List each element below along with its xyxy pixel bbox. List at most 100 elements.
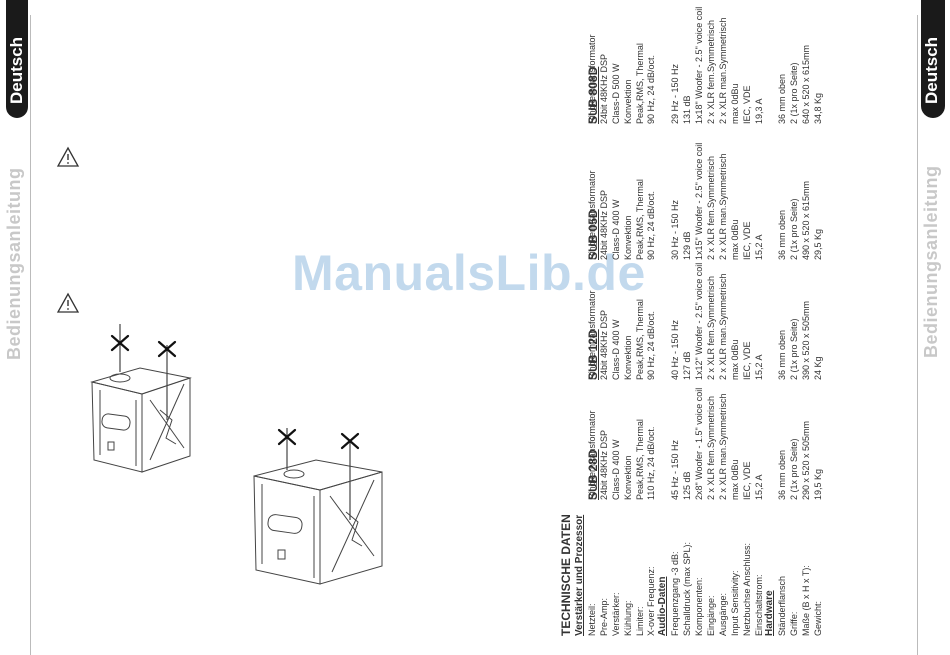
spec-value: 390 x 520 x 505mm [801, 300, 812, 380]
spec-label: Schalldruck (max SPL): [682, 541, 693, 636]
spec-value: 2 (1x pro Seite) [789, 198, 800, 260]
spec-value: 2 (1x pro Seite) [789, 318, 800, 380]
spec-value: 29,5 Kg [813, 228, 823, 260]
spec-label: Kühlung: [622, 600, 633, 636]
spec-value: max 0dBu [729, 219, 740, 260]
spec-label: X-over Frequenz: [646, 566, 657, 636]
spec-value: 129 dB [682, 231, 693, 260]
spec-value: 36 mm oben [777, 449, 788, 500]
spec-value: Ringkerntransformator [586, 290, 597, 380]
spec-value: 90 Hz, 24 dB/oct. [646, 190, 657, 260]
spec-value: 30 Hz - 150 Hz [670, 199, 681, 260]
spec-label: Ständerflansch [777, 575, 788, 636]
spec-value: max 0dBu [729, 83, 740, 124]
section-header: Hardware [764, 590, 776, 636]
spec-value: IEC, VDE [741, 85, 752, 124]
spec-label: Pre-Amp: [598, 597, 609, 636]
language-label-right: Deutsch [922, 36, 941, 104]
spec-value: IEC, VDE [741, 221, 752, 260]
manual-label-right: Bedienungsanleitung [921, 165, 941, 358]
spec-value: 24bit 48KHz DSP [598, 189, 609, 260]
manual-label-left: Bedienungsanleitung [4, 167, 24, 360]
spec-label: Netzteil: [586, 603, 597, 636]
spec-value: Peak,RMS, Thermal [634, 299, 645, 380]
spec-value: 125 dB [682, 471, 693, 500]
spec-value: 24bit 48KHz DSP [598, 309, 609, 380]
spec-value: 2 x XLR man.Symmetrisch [717, 273, 728, 380]
spec-value: 127 dB [682, 351, 693, 380]
spec-value: IEC, VDE [741, 341, 752, 380]
spec-value: 2 (1x pro Seite) [789, 62, 800, 124]
spec-label: Limiter: [634, 606, 645, 636]
spec-value: 15,2 A [753, 474, 764, 500]
spec-value: Class-D 400 W [610, 439, 621, 500]
spec-value: 1x12" Woofer - 2.5" voice coil [694, 262, 704, 380]
spec-value: Konvektion [622, 455, 633, 500]
section-header: Verstärker und Prozessor [574, 514, 585, 636]
spec-value: Peak,RMS, Thermal [634, 419, 645, 500]
spec-value: Peak,RMS, Thermal [634, 179, 645, 260]
speaker-illustration-small [90, 324, 192, 473]
spec-value: 640 x 520 x 615mm [801, 44, 812, 124]
spec-value: 29 Hz - 150 Hz [670, 63, 681, 124]
spec-value: 2 x XLR fem.Symmetrisch [705, 395, 716, 500]
spec-value: Ringkerntransformator [586, 34, 597, 124]
spec-value: Konvektion [622, 215, 633, 260]
spec-value: 24bit 48KHz DSP [598, 53, 609, 124]
spec-label: Griffe: [789, 611, 800, 636]
spec-value: 2 x XLR fem.Symmetrisch [705, 155, 716, 260]
spec-value: IEC, VDE [741, 461, 752, 500]
spec-value: 2 x XLR fem.Symmetrisch [705, 275, 716, 380]
spec-value: 19,5 Kg [813, 468, 823, 500]
spec-label: Maße (B x H x T): [801, 565, 812, 636]
spec-value: Konvektion [622, 335, 633, 380]
spec-value: 490 x 520 x 615mm [801, 180, 812, 260]
spec-value: 36 mm oben [777, 73, 788, 124]
spec-value: Ringkerntransformator [586, 170, 597, 260]
spec-value: max 0dBu [729, 459, 740, 500]
spec-label: Eingänge: [705, 595, 716, 636]
spec-value: 24 Kg [813, 356, 823, 380]
spec-value: 2 x XLR fem.Symmetrisch [705, 19, 716, 124]
spec-value: 1x15" Woofer - 2.5" voice coil [694, 142, 704, 260]
spec-value: 36 mm oben [777, 209, 788, 260]
spec-value: Class-D 500 W [610, 63, 621, 124]
spec-value: 290 x 520 x 505mm [801, 420, 812, 500]
language-label-left: Deutsch [7, 36, 26, 104]
section-header: Audio-Daten [657, 576, 669, 636]
spec-value: 2 (1x pro Seite) [789, 438, 800, 500]
spec-label: Input Sensitivity: [729, 570, 740, 636]
spec-value: 36 mm oben [777, 329, 788, 380]
speaker-illustration-large [253, 428, 383, 585]
spec-label: Einschaltstrom: [753, 574, 764, 636]
spec-value: 131 dB [682, 95, 693, 124]
spec-value: 40 Hz - 150 Hz [670, 319, 681, 380]
spec-value: 15,2 A [753, 234, 764, 260]
spec-value: 2 x XLR man.Symmetrisch [717, 17, 728, 124]
spec-value: max 0dBu [729, 339, 740, 380]
spec-label: Ausgänge: [717, 592, 728, 636]
watermark: ManualsLib.de [292, 245, 646, 301]
spec-title: TECHNISCHE DATEN [559, 514, 573, 636]
spec-value: 90 Hz, 24 dB/oct. [646, 310, 657, 380]
spec-value: 110 Hz, 24 dB/oct. [646, 426, 657, 500]
warning-icon [56, 146, 80, 167]
spec-value: 2 x XLR man.Symmetrisch [717, 153, 728, 260]
spec-value: 24bit 48KHz DSP [598, 429, 609, 500]
spec-value: 19,3 A [753, 98, 764, 124]
spec-value: Peak,RMS, Thermal [634, 43, 645, 124]
spec-label: Gewicht: [813, 600, 823, 636]
spec-value: 2 x XLR man.Symmetrisch [717, 393, 728, 500]
spec-value: Class-D 400 W [610, 319, 621, 380]
page-rule-right [917, 15, 918, 655]
spec-value: Konvektion [622, 79, 633, 124]
spec-value: Class-D 400 W [610, 199, 621, 260]
language-tab-left [6, 0, 28, 118]
warning-icon [56, 292, 80, 313]
spec-value: 2x8" Woofer - 1.5" voice coil [694, 387, 704, 500]
spec-label: Frequenzgang -3 dB: [670, 551, 681, 636]
spec-label: Netzbuchse Anschluss: [741, 542, 752, 636]
spec-value: 90 Hz, 24 dB/oct. [646, 54, 657, 124]
spec-value: 45 Hz - 150 Hz [670, 439, 681, 500]
spec-label: Komponenten: [694, 577, 704, 636]
